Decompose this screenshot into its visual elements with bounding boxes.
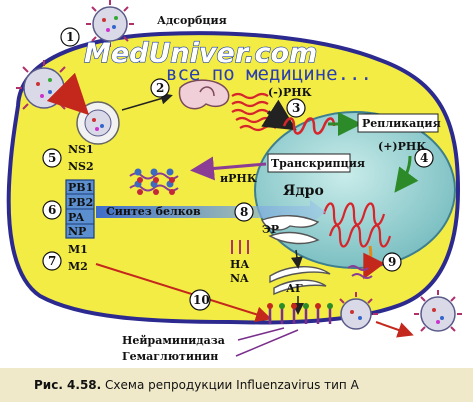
transcription-arrow <box>190 156 267 181</box>
virion-released <box>414 290 462 332</box>
caption-bar <box>0 368 473 402</box>
transcription-label: Транскрипция <box>271 157 365 170</box>
step-7: 7 <box>48 254 56 268</box>
virion-top <box>86 0 134 47</box>
step9-arrow <box>363 245 385 280</box>
endoplasmic-reticulum <box>261 215 320 245</box>
replication-label: Репликация <box>362 117 441 130</box>
replication-box <box>357 113 439 133</box>
entry-arrow <box>46 72 90 116</box>
watermark-site: MedUniver.com <box>84 38 317 69</box>
step-8: 8 <box>240 205 248 219</box>
figure-caption: Рис. 4.58. Схема репродукции Influenzavi… <box>34 378 360 392</box>
label-minus-rna: (-)РНК <box>268 86 312 99</box>
protein-m2: M2 <box>68 260 88 273</box>
protein-pb2: PB2 <box>68 196 93 209</box>
protein-panel <box>65 179 95 239</box>
label-mrna: иРНК <box>220 172 257 185</box>
protein-pb1: PB1 <box>68 181 93 194</box>
step-2: 2 <box>156 81 164 95</box>
plus-rna-arrow <box>394 155 419 193</box>
step-3: 3 <box>292 101 300 115</box>
caption-prefix: Рис. 4.58. <box>34 378 101 392</box>
replication-coil <box>282 117 336 135</box>
step-9: 9 <box>388 255 396 269</box>
protein-np: NP <box>68 225 86 238</box>
protein-pa: PA <box>68 211 84 224</box>
neuraminidase-pointer <box>237 327 285 341</box>
uncoating-vesicle <box>178 79 230 110</box>
label-neuraminidase: Нейраминидаза <box>122 334 225 347</box>
virion-budding <box>339 292 378 330</box>
label-adsorption: Адсорбция <box>157 14 227 27</box>
step-6: 6 <box>48 203 56 217</box>
label-hemagglutinin: Гемаглютинин <box>122 350 218 363</box>
arrow-to-uncoating <box>121 92 173 111</box>
label-nucleus: Ядро <box>283 183 324 199</box>
label-na: NA <box>230 272 249 285</box>
label-protein-synthesis: Синтез белков <box>106 205 201 218</box>
step-10: 10 <box>193 293 210 307</box>
endosome-virion <box>76 101 120 145</box>
release-arrow <box>375 321 414 338</box>
hemagglutinin-pointer <box>235 329 299 357</box>
label-golgi: АГ <box>286 282 303 295</box>
er-to-golgi-arrow <box>290 249 303 269</box>
protein-ns2: NS2 <box>68 160 94 173</box>
step-5: 5 <box>48 151 56 165</box>
golgi-apparatus <box>269 266 331 296</box>
membrane-glycoproteins <box>267 303 333 324</box>
protein-ns1: NS1 <box>68 143 94 156</box>
caption-text: Схема репродукции Influenzavirus тип А <box>101 378 359 392</box>
step-1: 1 <box>66 30 74 44</box>
step-4: 4 <box>420 151 428 165</box>
nucleus-rna-coils <box>322 202 392 248</box>
mrna-ribosomes <box>129 168 179 195</box>
nucleocapsid-exit <box>347 265 373 279</box>
transcription-box <box>267 153 351 173</box>
m-protein-arrow <box>95 263 272 323</box>
protein-m1: M1 <box>68 243 88 256</box>
ha-na-spikes <box>231 240 249 254</box>
label-er: ЭР <box>262 223 279 236</box>
watermark-tagline: все по медицине... <box>166 63 372 85</box>
label-plus-rna: (+)РНК <box>378 140 426 153</box>
label-ha: НА <box>230 258 249 271</box>
step-markers <box>42 27 434 311</box>
